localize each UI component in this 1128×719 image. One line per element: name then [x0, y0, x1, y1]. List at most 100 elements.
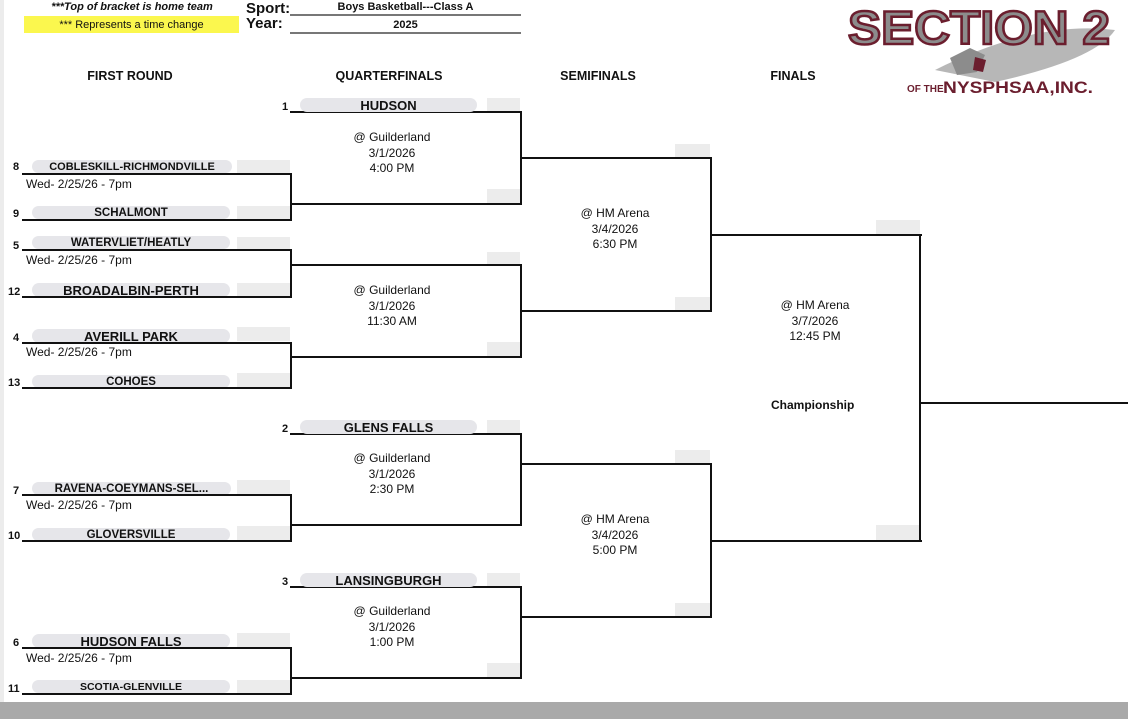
game-info: @ Guilderland 3/1/2026 4:00 PM	[292, 130, 492, 177]
team-name: AVERILL PARK	[32, 329, 230, 343]
venue: @ Guilderland	[353, 604, 431, 618]
bracket-line	[290, 677, 522, 679]
venue: @ HM Arena	[780, 298, 850, 312]
bracket-line	[290, 524, 522, 526]
seed-number: 9	[13, 208, 20, 220]
venue: @ Guilderland	[353, 283, 431, 297]
home-team-note: ***Top of bracket is home team	[51, 1, 213, 13]
champion-line	[919, 402, 1128, 404]
score-box[interactable]	[237, 160, 290, 173]
bracket-line	[290, 203, 522, 205]
team-name: GLENS FALLS	[300, 420, 477, 434]
team-name: HUDSON FALLS	[32, 634, 230, 648]
score-box[interactable]	[487, 252, 520, 265]
bracket-line	[22, 693, 292, 695]
bracket-line	[22, 173, 292, 175]
score-box[interactable]	[675, 450, 710, 463]
bracket-line	[22, 219, 292, 221]
score-box[interactable]	[237, 327, 290, 341]
bracket-line	[22, 494, 292, 496]
time: 11:30 AM	[367, 314, 417, 328]
sport-value: Boys Basketball---Class A	[290, 1, 521, 16]
bracket-line	[290, 264, 522, 266]
bracket-line	[290, 494, 292, 542]
venue: @ HM Arena	[580, 206, 650, 220]
year-label: Year:	[246, 15, 283, 32]
bracket-line	[290, 111, 522, 113]
score-box[interactable]	[876, 525, 920, 540]
seed-number: 10	[8, 530, 21, 542]
score-box[interactable]	[675, 297, 710, 310]
date: 3/4/2026	[591, 527, 639, 542]
bottom-scrollbar-area	[0, 702, 1128, 719]
game-info: @ HM Arena 3/4/2026 5:00 PM	[515, 512, 715, 559]
team-name: GLOVERSVILLE	[32, 528, 230, 541]
date: 3/1/2026	[368, 619, 416, 634]
bracket-line	[290, 249, 292, 298]
date: 3/1/2026	[368, 298, 416, 313]
bracket-line	[22, 249, 292, 251]
time: 12:45 PM	[789, 329, 841, 343]
svg-text:NYSPHSAA,INC.: NYSPHSAA,INC.	[943, 78, 1093, 97]
row-header-strip	[0, 0, 4, 702]
seed-number: 3	[282, 576, 289, 588]
column-semifinals: SEMIFINALS	[560, 69, 636, 83]
game-date: Wed- 2/25/26 - 7pm	[26, 651, 132, 665]
year-value: 2025	[290, 19, 521, 34]
bracket-line	[22, 296, 292, 298]
bracket-line	[710, 234, 922, 236]
team-name: LANSINGBURGH	[300, 573, 477, 587]
seed-number: 2	[282, 423, 289, 435]
team-name: SCOTIA-GLENVILLE	[32, 680, 230, 693]
column-first-round: FIRST ROUND	[87, 69, 173, 83]
score-box[interactable]	[876, 220, 920, 234]
bracket-line	[22, 540, 292, 542]
time: 1:00 PM	[369, 635, 415, 649]
game-info: @ Guilderland 3/1/2026 1:00 PM	[292, 604, 492, 651]
bracket-line	[290, 173, 292, 221]
sport-label: Sport:	[246, 0, 291, 17]
score-box[interactable]	[487, 573, 520, 586]
score-box[interactable]	[675, 144, 710, 157]
score-box[interactable]	[487, 663, 520, 677]
seed-number: 1	[282, 101, 289, 113]
championship-label: Championship	[771, 398, 855, 412]
date: 3/7/2026	[791, 313, 839, 328]
time: 6:30 PM	[592, 237, 638, 251]
score-box[interactable]	[237, 373, 290, 387]
section2-logo: SECTION 2 OF THE NYSPHSAA,INC.	[845, 0, 1125, 100]
venue: @ Guilderland	[353, 451, 431, 465]
score-box[interactable]	[237, 680, 290, 693]
time: 5:00 PM	[592, 543, 638, 557]
game-info: @ HM Arena 3/7/2026 12:45 PM	[715, 298, 915, 345]
score-box[interactable]	[237, 480, 290, 494]
venue: @ Guilderland	[353, 130, 431, 144]
seed-number: 7	[13, 485, 20, 497]
score-box[interactable]	[237, 633, 290, 647]
score-box[interactable]	[487, 98, 520, 111]
bracket-line	[22, 387, 292, 389]
bracket-line	[520, 433, 522, 526]
venue: @ HM Arena	[580, 512, 650, 526]
score-box[interactable]	[487, 342, 520, 356]
team-name: SCHALMONT	[32, 206, 230, 219]
seed-number: 4	[13, 332, 20, 344]
score-box[interactable]	[487, 189, 520, 203]
bracket-line	[290, 647, 292, 695]
score-box[interactable]	[487, 420, 520, 433]
seed-number: 5	[13, 240, 20, 252]
team-name: BROADALBIN-PERTH	[32, 283, 230, 297]
score-box[interactable]	[675, 603, 710, 616]
bracket-line	[290, 433, 522, 435]
seed-number: 13	[8, 377, 21, 389]
score-box[interactable]	[237, 237, 290, 250]
team-name: COHOES	[32, 375, 230, 388]
game-date: Wed- 2/25/26 - 7pm	[26, 177, 132, 191]
bracket-line	[22, 342, 292, 344]
team-name: COBLESKILL-RICHMONDVILLE	[32, 160, 232, 173]
score-box[interactable]	[237, 283, 290, 296]
game-date: Wed- 2/25/26 - 7pm	[26, 253, 132, 267]
score-box[interactable]	[237, 206, 290, 219]
bracket-line	[710, 540, 922, 542]
score-box[interactable]	[237, 526, 290, 540]
